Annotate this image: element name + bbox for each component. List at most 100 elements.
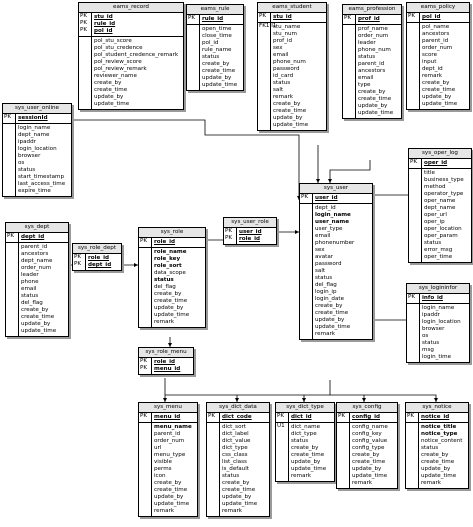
column-field: os — [422, 333, 429, 339]
column-field: password — [315, 261, 342, 267]
column-field: create_by — [273, 101, 301, 107]
column-field: email — [315, 233, 331, 239]
key-marker: PK — [408, 13, 416, 19]
column-field: update_by — [94, 94, 124, 100]
column-field: pol_id — [202, 40, 219, 46]
column-field: dict_name — [291, 424, 321, 430]
primary-key-field: info_id — [422, 295, 443, 301]
column-field: update_by — [422, 94, 452, 100]
key-marker: PK — [140, 365, 148, 371]
primary-key-field: sessionId — [18, 115, 48, 121]
column-field: dict_value — [222, 438, 251, 444]
primary-key-field: dict_id — [291, 414, 312, 420]
column-field: create_time — [202, 68, 236, 74]
column-field: create_by — [202, 61, 230, 67]
table-title: sys_user_online — [3, 104, 71, 114]
column-field: dept_id — [315, 205, 336, 211]
column-field: create_time — [422, 87, 456, 93]
column-field: remark — [222, 508, 243, 514]
column-field: email — [21, 286, 37, 292]
column-field: create_by — [358, 89, 386, 95]
key-marker: PK — [4, 114, 12, 120]
key-marker: PK — [301, 194, 309, 200]
column-field: status — [421, 445, 439, 451]
column-field: oper_name — [424, 198, 456, 204]
key-marker: FK1,I1 — [259, 23, 277, 29]
column-field: pol_stu_credence — [94, 45, 143, 51]
column-field: update_time — [291, 466, 327, 472]
table-title: eams_student — [258, 3, 326, 13]
column-field: title — [424, 170, 435, 176]
column-field: status — [315, 275, 333, 281]
column-field: create_by — [94, 80, 122, 86]
table-title: sys_logininfor — [407, 284, 469, 294]
column-field: update_time — [154, 312, 190, 318]
column-field: status — [291, 438, 309, 444]
key-marker: PK — [277, 413, 285, 419]
column-field: config_value — [352, 438, 388, 444]
column-field: perms — [154, 466, 172, 472]
key-marker: PK — [74, 254, 82, 260]
column-field: ipaddr — [18, 139, 36, 145]
key-marker: PK — [344, 15, 352, 21]
key-marker: PK — [259, 13, 267, 19]
key-markers: PK — [407, 294, 420, 303]
key-markers: PK — [139, 413, 152, 422]
primary-key-field: notice_id — [421, 414, 450, 420]
key-marker: PK — [208, 413, 216, 419]
column-field: score — [422, 52, 438, 58]
column-field: dict_type — [291, 431, 317, 437]
column-field: oper_url — [424, 212, 447, 218]
primary-key-field: user_id — [239, 229, 262, 235]
column-field: last_access_time — [18, 181, 66, 187]
column-field: login_date — [315, 296, 345, 302]
column-field: sex — [315, 247, 325, 253]
key-markers — [6, 243, 19, 336]
column-field: url — [154, 445, 162, 451]
column-field: dept_name — [18, 132, 50, 138]
column-field: create_by — [315, 303, 343, 309]
column-field: stu_num — [273, 31, 297, 37]
key-marker: PK — [80, 20, 88, 26]
column-field: login_location — [422, 319, 461, 325]
column-field: prof_name — [358, 26, 388, 32]
column-field: update_by — [315, 317, 345, 323]
column-field: update_by — [352, 466, 382, 472]
column-field: remark — [421, 480, 442, 486]
column-field: user_type — [315, 226, 343, 232]
column-field: reviewer_name — [94, 73, 137, 79]
column-field: ancestors — [21, 251, 49, 257]
table-title: sys_config — [337, 403, 397, 413]
column-field: create_by — [21, 307, 49, 313]
column-field: status — [424, 240, 442, 246]
column-field: phonenumber — [315, 240, 355, 246]
column-field: remark — [315, 331, 336, 337]
key-markers: FK1,I1 — [258, 23, 277, 130]
table-title: sys_user — [300, 184, 372, 194]
column-field: browser — [18, 153, 41, 159]
column-field: update_by — [273, 115, 303, 121]
table-title: sys_role — [139, 228, 205, 238]
column-field: update_time — [273, 122, 309, 128]
key-marker: PK — [140, 238, 148, 244]
column-field: login_time — [422, 354, 452, 360]
key-markers: PK — [343, 15, 356, 24]
key-markers — [187, 25, 200, 90]
column-field: phone_num — [358, 47, 391, 53]
column-field: update_time — [202, 82, 238, 88]
key-marker: PK — [140, 358, 148, 364]
column-field: visible — [154, 459, 172, 465]
